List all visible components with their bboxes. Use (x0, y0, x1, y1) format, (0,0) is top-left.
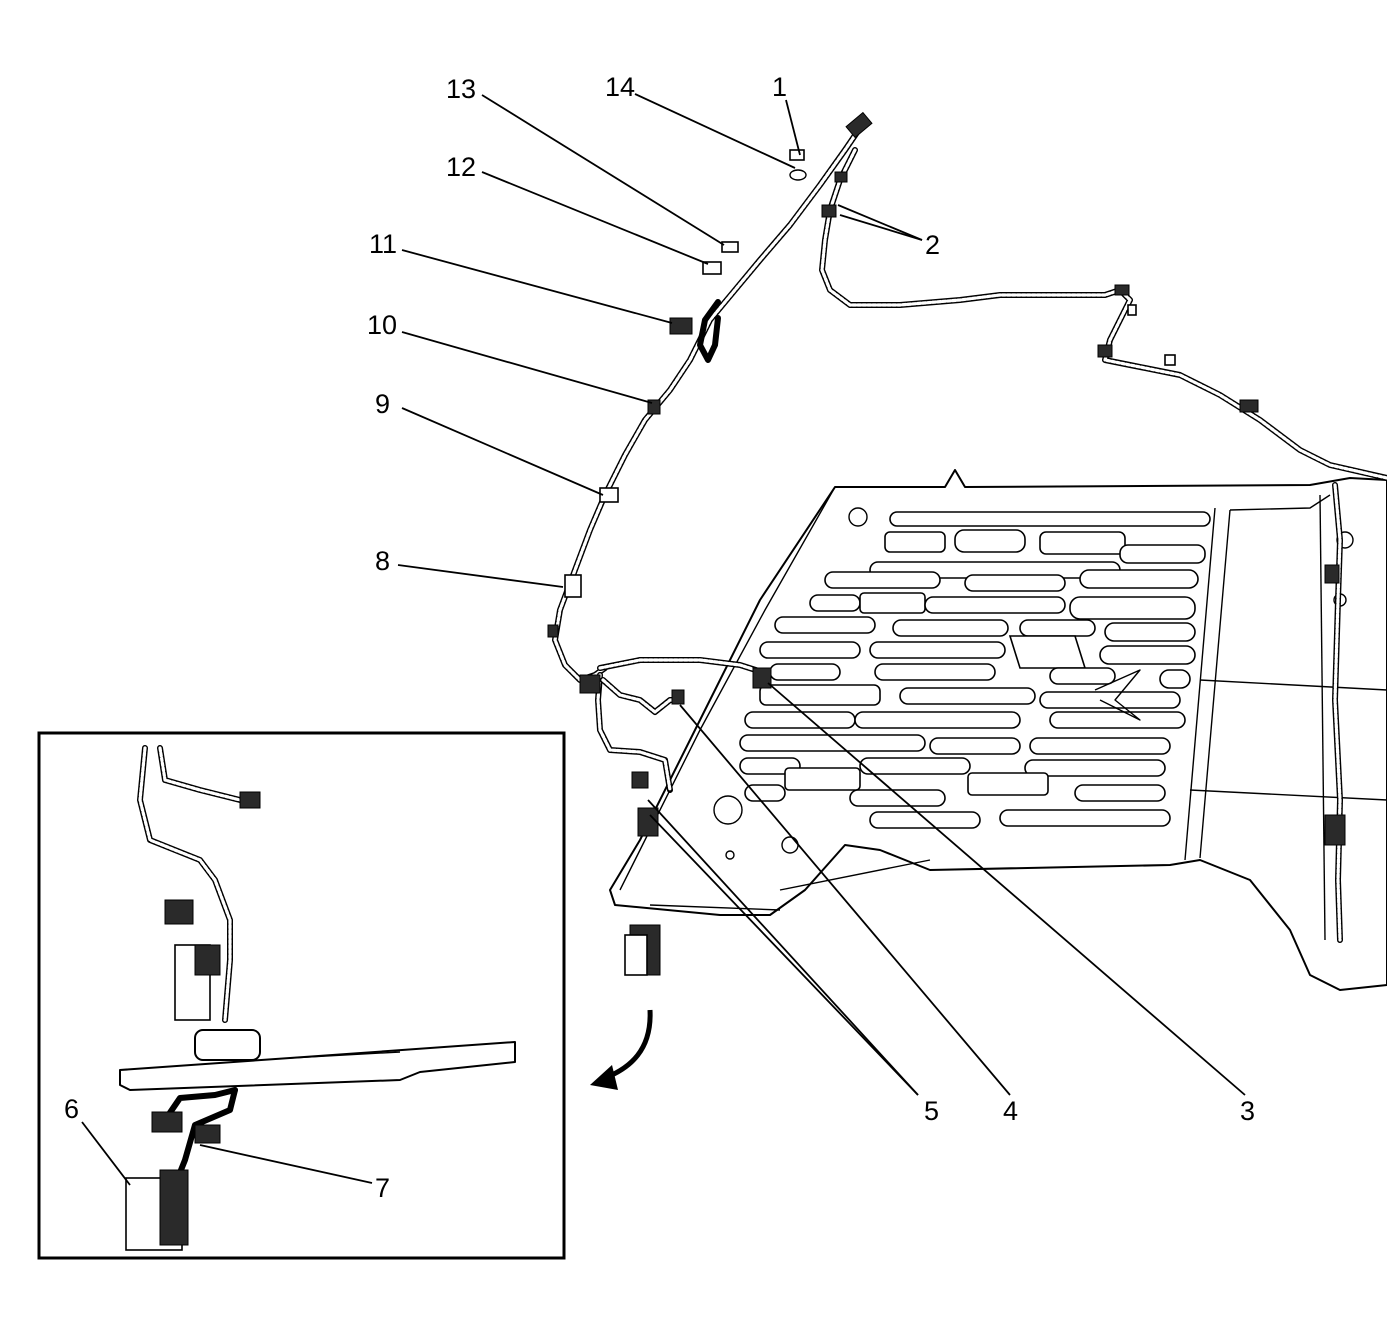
callout-3: 3 (1240, 1096, 1255, 1126)
callout-labels: 1 2 3 4 5 6 7 8 9 10 11 12 13 14 (64, 72, 1255, 1203)
callout-13: 13 (446, 74, 476, 104)
callout-2: 2 (925, 230, 940, 260)
callout-1: 1 (772, 72, 787, 102)
detail-inset (37, 731, 566, 1260)
callout-4: 4 (1003, 1096, 1018, 1126)
callout-7: 7 (375, 1173, 390, 1203)
floor-panel (609, 469, 1387, 991)
callout-11: 11 (369, 229, 397, 259)
leader-lines (81, 93, 1246, 1186)
callout-10: 10 (367, 310, 397, 340)
callout-5: 5 (924, 1096, 939, 1126)
view-arrow (590, 1009, 653, 1090)
harness-connectors (547, 111, 1346, 976)
callout-8: 8 (375, 546, 390, 576)
callout-9: 9 (375, 389, 390, 419)
callout-12: 12 (446, 152, 476, 182)
callout-14: 14 (605, 72, 635, 102)
callout-6: 6 (64, 1094, 79, 1124)
